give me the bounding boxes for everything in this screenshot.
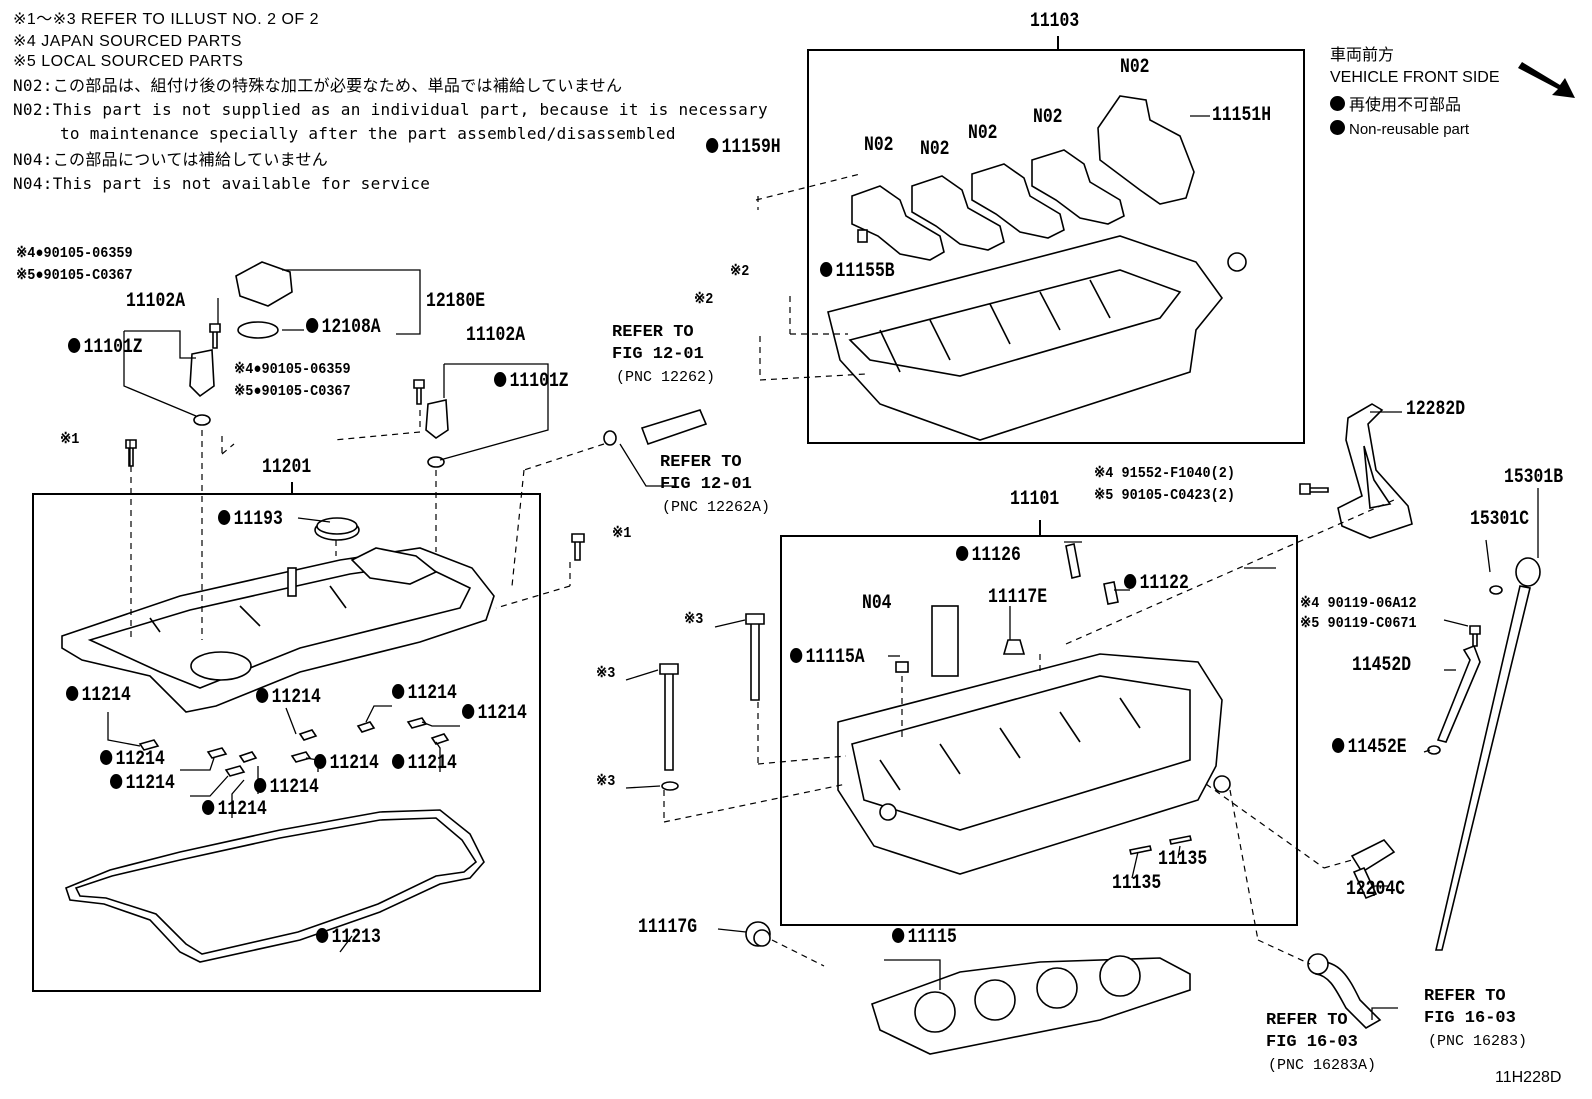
note-refer-illust: ※1～※3 REFER TO ILLUST NO. 2 OF 2 — [13, 11, 320, 28]
front-arrow-icon — [1518, 62, 1575, 98]
label-11126[interactable]: 11126 — [956, 546, 1021, 566]
label-n02-e: N02 — [864, 134, 894, 157]
ref-1-line2[interactable]: FIG 12-01 — [612, 345, 704, 364]
label-11214-9[interactable]: 11214 — [254, 778, 319, 798]
note-japan-sourced: ※4 JAPAN SOURCED PARTS — [13, 33, 242, 50]
label-11201[interactable]: 11201 — [262, 456, 312, 479]
label-15301B[interactable]: 15301B — [1504, 466, 1564, 489]
ref-4-pnc: (PNC 16283) — [1428, 1033, 1528, 1050]
label-11214-2[interactable]: 11214 — [256, 688, 321, 708]
label-11214-6[interactable]: 11214 — [314, 754, 379, 774]
ref-4-line1[interactable]: REFER TO — [1424, 987, 1506, 1006]
note-n02-en-1: N02:This part is not supplied as an indi… — [13, 100, 768, 119]
box-11103 — [807, 49, 1305, 444]
label-n02-c: N02 — [968, 122, 998, 145]
ref-3-line2[interactable]: FIG 16-03 — [1266, 1033, 1358, 1052]
cam-housing-drawing — [827, 95, 1247, 441]
legend-front-jp: 車両前方 — [1330, 47, 1395, 64]
label-90105-C0367-a[interactable]: ※5●90105-C0367 — [16, 267, 133, 284]
label-90105-C0367-b[interactable]: ※5●90105-C0367 — [234, 383, 351, 400]
label-n02-d: N02 — [920, 138, 950, 161]
ref-1-line1[interactable]: REFER TO — [612, 323, 694, 342]
label-11214-8[interactable]: 11214 — [110, 774, 175, 794]
ref-1-pnc: (PNC 12262) — [616, 369, 716, 386]
label-11101Z-b[interactable]: 11101Z — [494, 372, 569, 392]
label-11117G[interactable]: 11117G — [638, 916, 698, 939]
ref-2-line2[interactable]: FIG 12-01 — [660, 475, 752, 494]
ref-2-line1[interactable]: REFER TO — [660, 453, 742, 472]
legend-front-en: VEHICLE FRONT SIDE — [1330, 69, 1500, 86]
label-12108A[interactable]: 12108A — [306, 318, 381, 338]
note-n04-jp: N04:この部品については補給していません — [13, 150, 329, 169]
label-11214-5[interactable]: 11214 — [100, 750, 165, 770]
label-11115[interactable]: 11115 — [892, 928, 957, 948]
box-11201 — [32, 493, 541, 992]
label-90105-06359-a[interactable]: ※4●90105-06359 — [16, 245, 133, 262]
label-11214-1[interactable]: 11214 — [66, 686, 131, 706]
label-11115A[interactable]: 11115A — [790, 648, 865, 668]
label-x2-b: ※2 — [694, 291, 714, 308]
label-12204C[interactable]: 12204C — [1346, 878, 1406, 901]
label-11213[interactable]: 11213 — [316, 928, 381, 948]
label-11452D[interactable]: 11452D — [1352, 654, 1412, 677]
label-90119-C0671[interactable]: ※5 90119-C0671 — [1300, 615, 1417, 632]
ref-3-pnc: (PNC 16283A) — [1268, 1057, 1377, 1074]
label-11101Z-a[interactable]: 11101Z — [68, 338, 143, 358]
cylinder-head-drawing — [659, 403, 1541, 1055]
note-n02-jp: N02:この部品は、組付け後の特殊な加工が必要なため、単品では補給していません — [13, 76, 623, 95]
label-n02-b: N02 — [1033, 106, 1063, 129]
label-12180E[interactable]: 12180E — [426, 290, 486, 313]
ref-2-pnc: (PNC 12262A) — [662, 499, 771, 516]
label-11214-10[interactable]: 11214 — [202, 800, 267, 820]
label-11214-4[interactable]: 11214 — [462, 704, 527, 724]
diagram-code: 11H228D — [1495, 1069, 1562, 1086]
label-11159H[interactable]: 11159H — [706, 138, 781, 158]
label-11135-b[interactable]: 11135 — [1112, 872, 1162, 895]
note-n04-en: N04:This part is not available for servi… — [13, 174, 431, 193]
label-11117E[interactable]: 11117E — [988, 586, 1048, 609]
label-x1-b: ※1 — [612, 525, 632, 542]
ref-3-line1[interactable]: REFER TO — [1266, 1011, 1348, 1030]
label-90119-06A12[interactable]: ※4 90119-06A12 — [1300, 595, 1417, 612]
label-11193[interactable]: 11193 — [218, 510, 283, 530]
note-local-sourced: ※5 LOCAL SOURCED PARTS — [13, 53, 244, 70]
label-11101[interactable]: 11101 — [1010, 488, 1060, 511]
label-11214-7[interactable]: 11214 — [392, 754, 457, 774]
label-11214-3[interactable]: 11214 — [392, 684, 457, 704]
legend-nonreusable-en: Non-reusable part — [1330, 120, 1469, 137]
head-cover-drawing — [61, 261, 708, 963]
label-90105-06359-b[interactable]: ※4●90105-06359 — [234, 361, 351, 378]
label-11151H[interactable]: 11151H — [1212, 104, 1272, 127]
label-n02-a: N02 — [1120, 56, 1150, 79]
label-x3-a: ※3 — [684, 611, 704, 628]
ref-4-line2[interactable]: FIG 16-03 — [1424, 1009, 1516, 1028]
label-x2-a: ※2 — [730, 263, 750, 280]
label-11155B[interactable]: 11155B — [820, 262, 895, 282]
label-n04: N04 — [862, 592, 892, 615]
label-x3-c: ※3 — [596, 773, 616, 790]
label-11135-a[interactable]: 11135 — [1158, 848, 1208, 871]
label-15301C[interactable]: 15301C — [1470, 508, 1530, 531]
label-11122[interactable]: 11122 — [1124, 574, 1189, 594]
legend-nonreusable-jp: 再使用不可部品 — [1330, 96, 1461, 114]
label-90105-C0423[interactable]: ※5 90105-C0423(2) — [1094, 487, 1235, 504]
label-12282D[interactable]: 12282D — [1406, 398, 1466, 421]
label-11452E[interactable]: 11452E — [1332, 738, 1407, 758]
label-11102A-b[interactable]: 11102A — [466, 324, 526, 347]
label-11103[interactable]: 11103 — [1030, 10, 1080, 33]
label-11102A-a[interactable]: 11102A — [126, 290, 186, 313]
label-91552-F1040[interactable]: ※4 91552-F1040(2) — [1094, 465, 1235, 482]
label-x1-a: ※1 — [60, 431, 80, 448]
label-x3-b: ※3 — [596, 665, 616, 682]
note-n02-en-2: to maintenance specially after the part … — [60, 124, 676, 143]
